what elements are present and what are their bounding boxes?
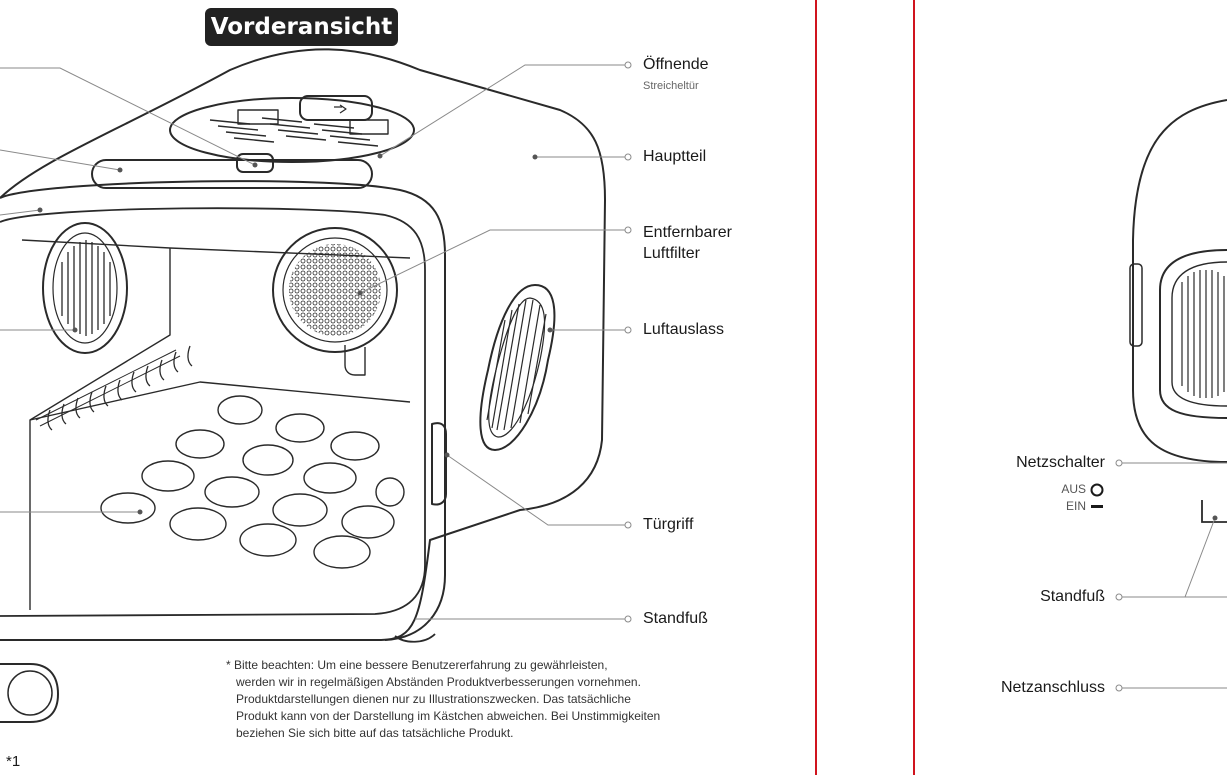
footnote: * Bitte beachten: Um eine bessere Benutz… bbox=[226, 657, 786, 742]
side-view bbox=[1130, 100, 1227, 522]
left-vent bbox=[43, 223, 127, 353]
side-wall-slots bbox=[36, 346, 192, 430]
label-air-outlet: Luftauslass bbox=[643, 321, 724, 339]
footnote-line: Produktdarstellungen dienen nur zu Illus… bbox=[226, 691, 786, 708]
top-lid bbox=[170, 98, 414, 162]
leader-end-rings bbox=[625, 62, 631, 622]
footnote-line: beziehen Sie sich bitte auf das tatsächl… bbox=[226, 725, 786, 742]
label-on: EIN bbox=[1000, 499, 1086, 513]
label-door-handle: Türgriff bbox=[643, 516, 693, 534]
floor-vents bbox=[101, 396, 404, 568]
inset-switch bbox=[0, 664, 58, 722]
leader-lines bbox=[0, 65, 625, 619]
label-power-connection: Netzanschluss bbox=[940, 679, 1105, 697]
on-symbol-icon bbox=[1091, 505, 1103, 508]
hinge-right bbox=[350, 120, 388, 134]
label-off: AUS bbox=[1000, 482, 1086, 496]
label-filter-line2: Luftfilter bbox=[643, 245, 700, 263]
off-symbol-icon bbox=[1092, 485, 1103, 496]
hinge-left bbox=[238, 110, 278, 124]
label-power-switch: Netzschalter bbox=[960, 454, 1105, 472]
side-leaders bbox=[1121, 463, 1227, 688]
footnote-line: * Bitte beachten: Um eine bessere Benutz… bbox=[226, 657, 786, 674]
label-opening-door: Öffnende bbox=[643, 56, 709, 74]
footnote-line: werden wir in regelmäßigen Abständen Pro… bbox=[226, 674, 786, 691]
label-main-body: Hauptteil bbox=[643, 148, 706, 166]
door-handle-shape bbox=[432, 423, 446, 504]
label-stand-foot: Standfuß bbox=[643, 610, 708, 628]
label-opening-door-sub: Streicheltür bbox=[643, 80, 699, 92]
label-stand-foot-side: Standfuß bbox=[960, 588, 1105, 606]
dryer-box bbox=[0, 49, 605, 641]
inset-marker: *1 bbox=[6, 753, 20, 770]
label-filter-line1: Entfernbarer bbox=[643, 224, 732, 242]
footnote-line: Produkt kann von der Darstellung im Käst… bbox=[226, 708, 786, 725]
lid-slots bbox=[210, 118, 378, 146]
page-title: Vorderansicht bbox=[205, 8, 398, 46]
floor-edge bbox=[30, 382, 410, 420]
